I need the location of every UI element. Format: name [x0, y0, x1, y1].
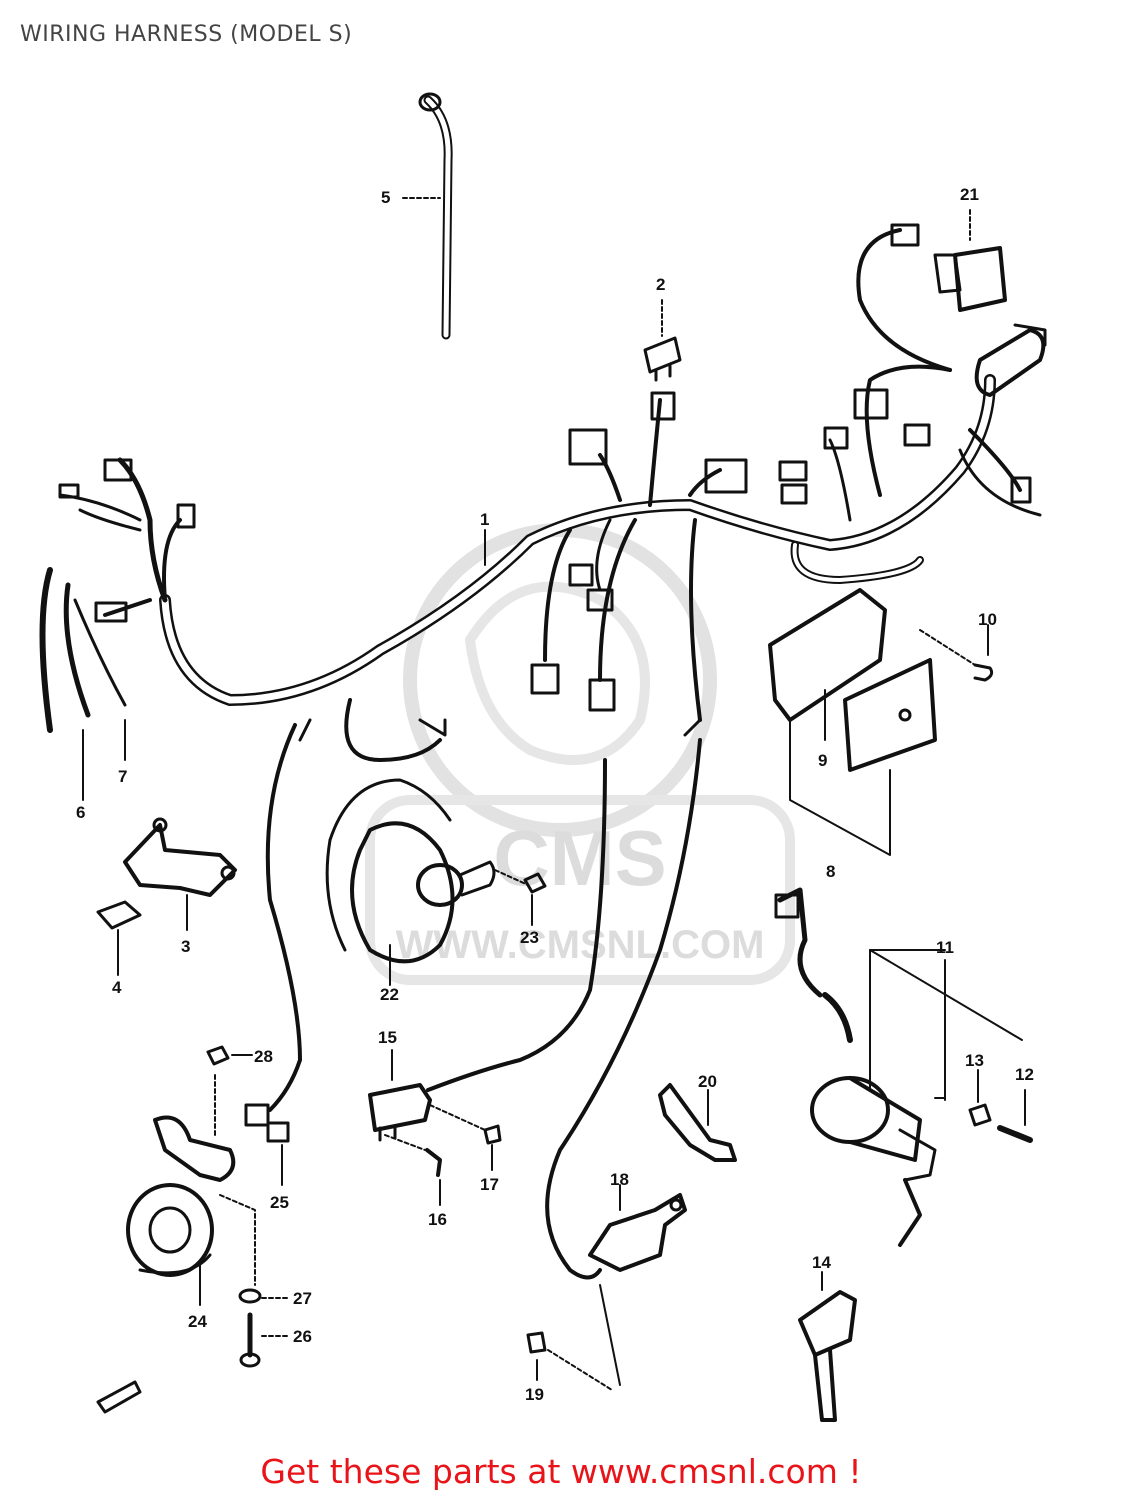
callout-6: 6 — [76, 803, 85, 822]
callout-3: 3 — [181, 937, 190, 956]
callout-28: 28 — [254, 1047, 273, 1066]
washer-27 — [238, 1288, 289, 1304]
key-14 — [798, 1271, 857, 1422]
callout-8: 8 — [826, 862, 835, 881]
ignition-switch-11 — [774, 887, 1023, 1247]
horn-24 — [126, 1074, 256, 1306]
washer-13 — [968, 1069, 992, 1127]
callout-23: 23 — [520, 928, 539, 947]
footer-link[interactable]: Get these parts at www.cmsnl.com ! — [260, 1452, 862, 1491]
callout-10: 10 — [978, 610, 997, 629]
callout-16: 16 — [428, 1210, 447, 1229]
switch-15 — [368, 758, 607, 1151]
callout-1: 1 — [480, 510, 489, 529]
callout-11: 11 — [936, 938, 954, 957]
callout-19: 19 — [525, 1385, 544, 1404]
watermark-logo-ring — [403, 523, 717, 837]
callout-21: 21 — [960, 185, 979, 204]
horn-22 — [325, 778, 529, 986]
callout-25: 25 — [270, 1193, 289, 1212]
callout-15: 15 — [378, 1028, 397, 1047]
connector-25 — [244, 718, 312, 1186]
lead-wire-5 — [402, 92, 453, 340]
cushion-4 — [96, 900, 142, 976]
callout-26: 26 — [293, 1327, 312, 1346]
watermark: CMS WWW.CMSNL.COM — [365, 523, 795, 985]
clamp-20 — [658, 1083, 737, 1162]
bracket-18 — [545, 718, 702, 1386]
screw-19 — [526, 1331, 613, 1391]
callout-20: 20 — [698, 1072, 717, 1091]
bolt-12 — [997, 1089, 1033, 1143]
callout-18: 18 — [610, 1170, 629, 1189]
diagram-title: WIRING HARNESS (MODEL S) — [20, 22, 353, 47]
nut-28 — [206, 1045, 253, 1066]
screw-17 — [483, 1124, 502, 1171]
callout-5: 5 — [381, 188, 390, 207]
cdi-unit-8 — [768, 588, 994, 856]
callout-7: 7 — [118, 767, 127, 786]
callout-9: 9 — [818, 751, 827, 770]
main-harness-1 — [39, 223, 1047, 762]
callout-2: 2 — [656, 275, 665, 294]
fuse-2 — [643, 299, 682, 382]
watermark-brand: CMS — [493, 814, 666, 902]
callout-22: 22 — [380, 985, 399, 1004]
relay-21 — [933, 209, 1007, 312]
stamp-mark — [96, 1380, 142, 1414]
nut-23 — [523, 872, 547, 926]
callout-4: 4 — [112, 978, 122, 997]
bolt-26 — [239, 1312, 289, 1368]
callout-13: 13 — [965, 1051, 984, 1070]
callout-12: 12 — [1015, 1065, 1034, 1084]
callouts: 1 2 3 4 5 6 7 8 9 10 11 12 13 14 15 16 1… — [76, 185, 1034, 1404]
watermark-logo-box — [365, 795, 795, 985]
callout-14: 14 — [812, 1253, 831, 1272]
callout-17: 17 — [480, 1175, 499, 1194]
callout-24: 24 — [188, 1312, 207, 1331]
screw-16 — [425, 1148, 442, 1206]
bracket-3 — [123, 817, 237, 931]
watermark-url: WWW.CMSNL.COM — [396, 923, 765, 967]
callout-27: 27 — [293, 1289, 312, 1308]
